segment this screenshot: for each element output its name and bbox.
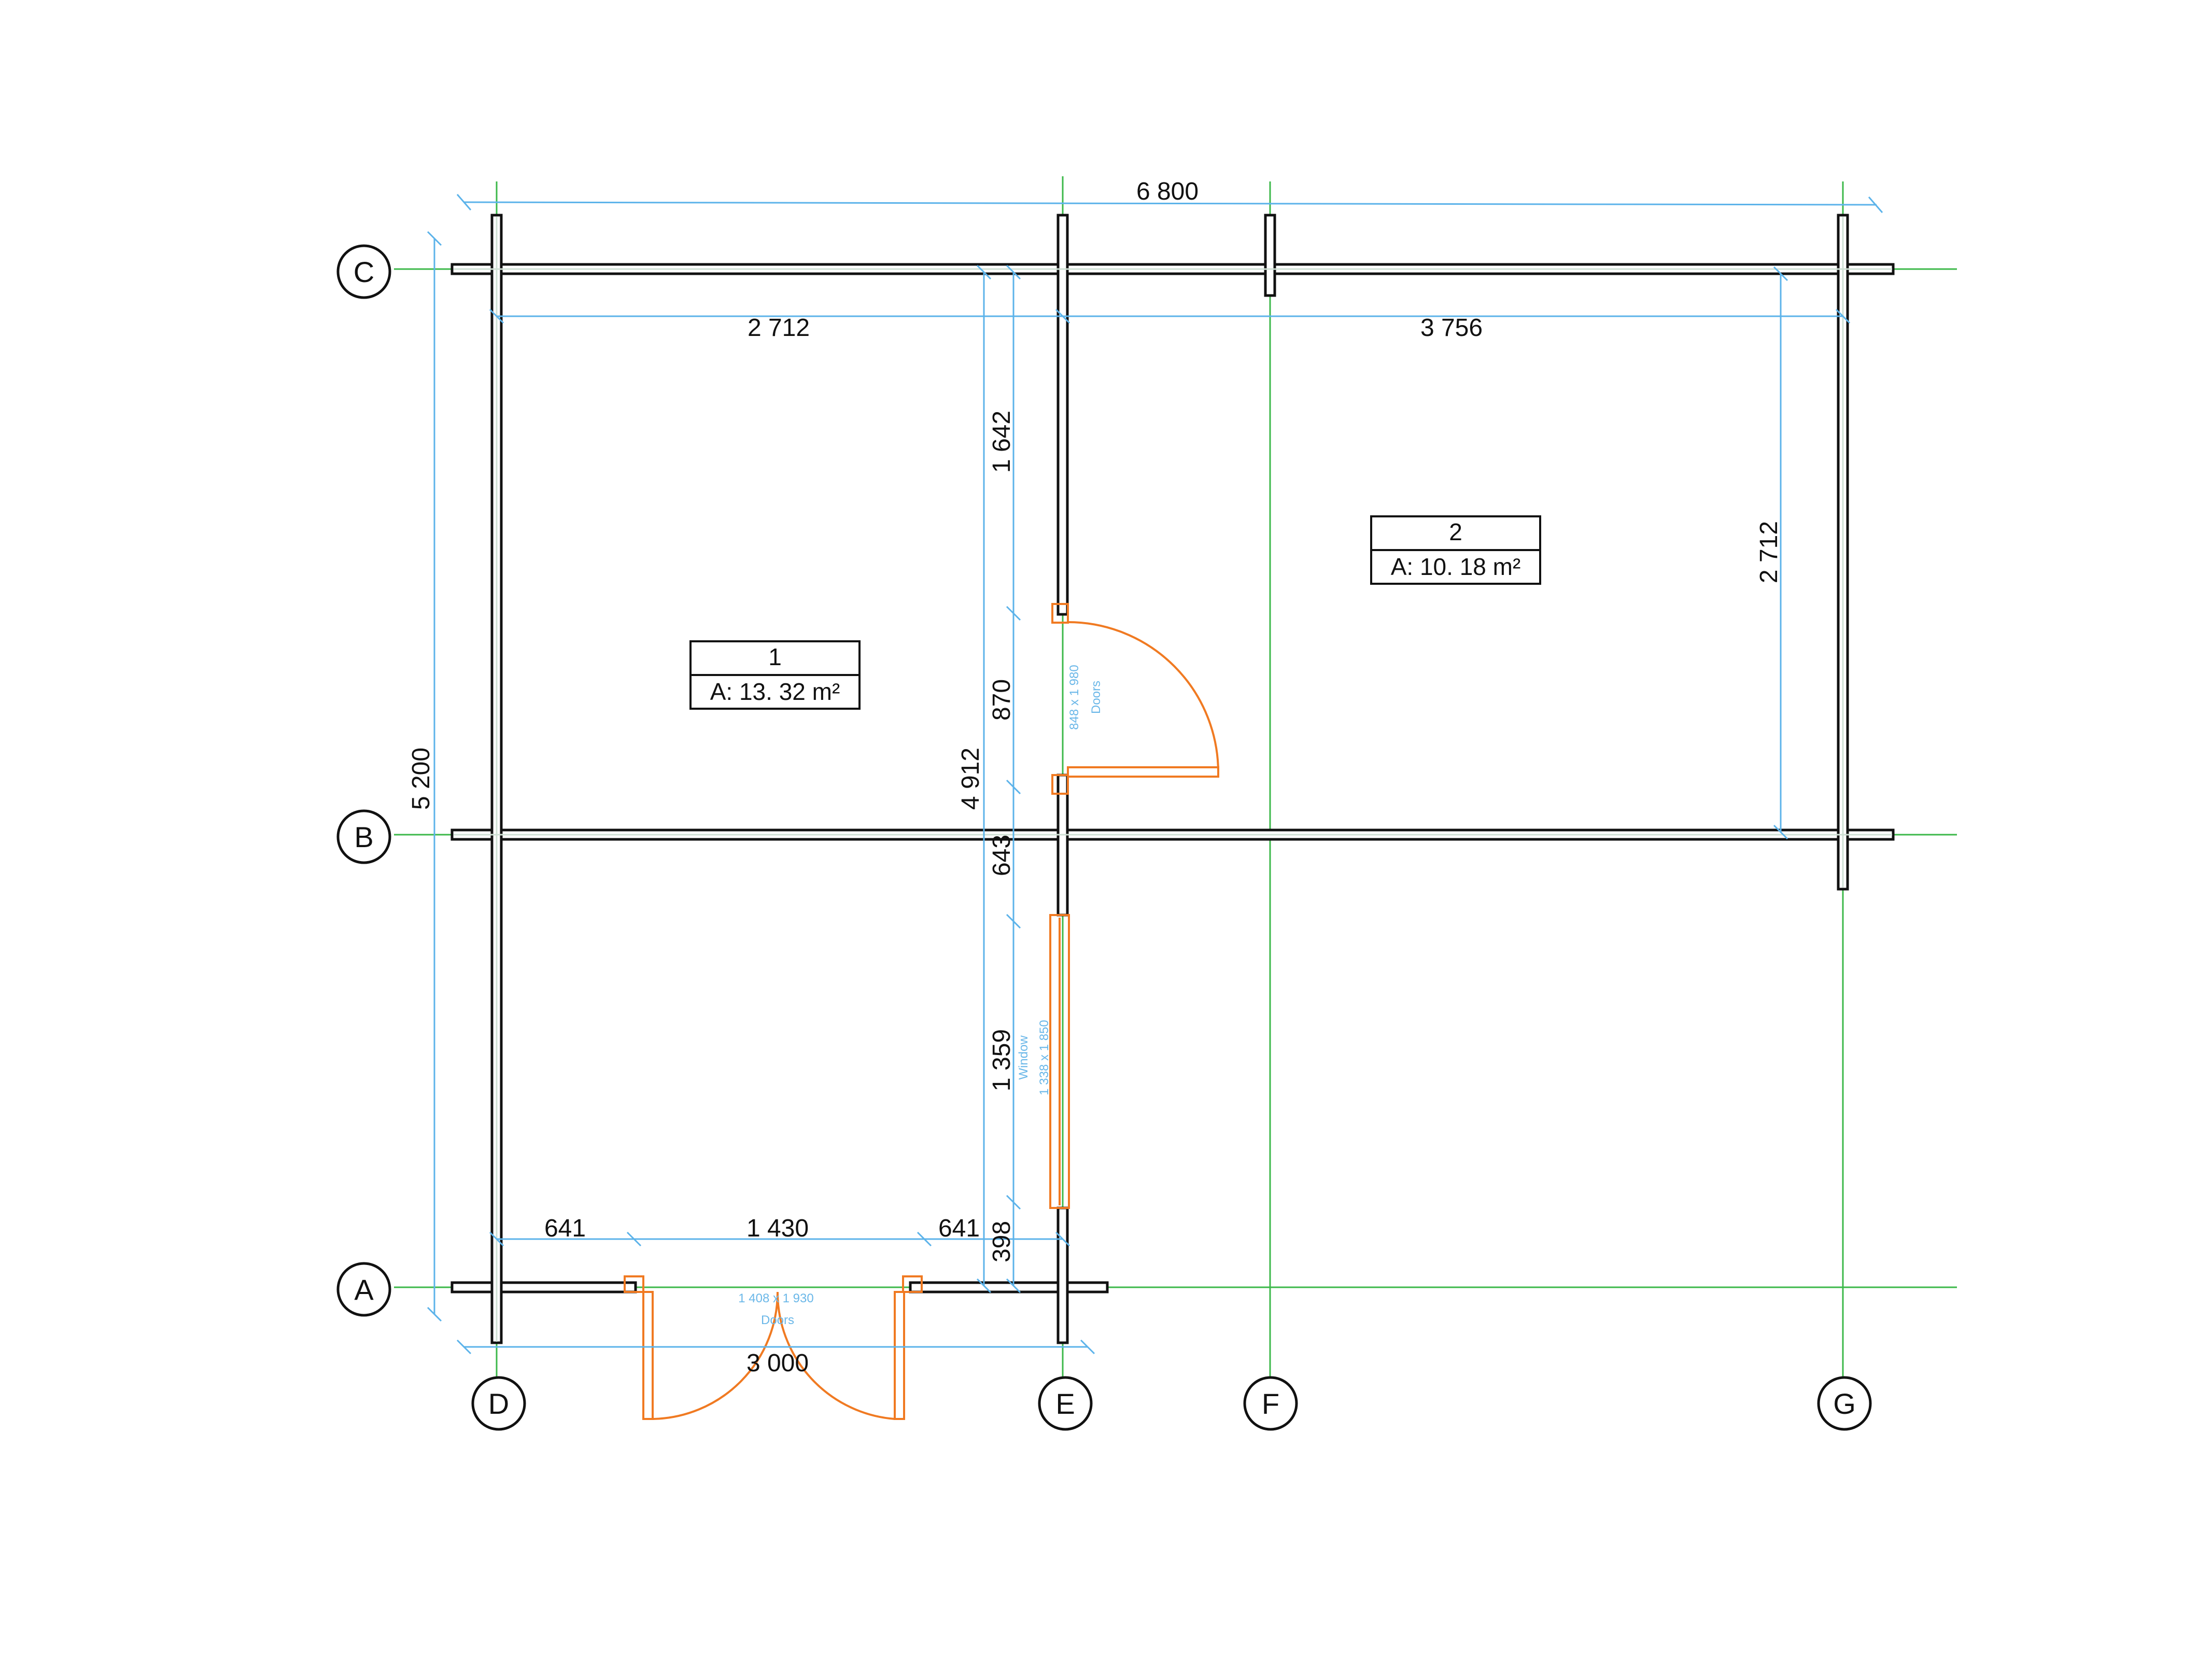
front-door-jamb-right xyxy=(902,1275,923,1293)
wall-partition-upper xyxy=(1056,214,1069,616)
front-door-arc-left xyxy=(652,1291,779,1420)
grid-label-c: C xyxy=(354,256,374,288)
dim-tick xyxy=(1773,824,1788,840)
dim-room2-depth: 2 712 xyxy=(1755,521,1783,583)
dim-tick xyxy=(1006,606,1021,621)
dim-tick xyxy=(1006,1278,1021,1294)
grid-bubble-f-circle xyxy=(1243,1376,1298,1431)
dim-tick xyxy=(427,231,442,246)
dim-front-door: 1 430 xyxy=(746,1215,809,1242)
grid-bubble-g: G xyxy=(1817,1376,1872,1431)
dim-tick xyxy=(1006,264,1021,280)
inner-door-jamb-bottom xyxy=(1051,774,1069,795)
dim-tick xyxy=(626,1231,642,1247)
grid-label-e: E xyxy=(1055,1387,1075,1420)
front-door-jamb-left xyxy=(624,1275,644,1293)
inner-door-swing-arc xyxy=(1067,621,1219,773)
dim-tick xyxy=(1868,196,1883,213)
dim-tick xyxy=(456,1339,472,1355)
dim-overall-width: 6 800 xyxy=(1136,178,1199,205)
grid-bubbles: C B A D E F G xyxy=(336,244,1872,1431)
dim-line-overall-width xyxy=(463,201,1877,206)
grid-label-a: A xyxy=(354,1273,374,1306)
room-1-area: A: 13. 32 m² xyxy=(710,678,840,705)
window-frame xyxy=(1049,914,1070,1209)
wall-partition-lower xyxy=(1056,1206,1069,1344)
dim-tick xyxy=(1080,1339,1095,1355)
grid-bubble-c: C xyxy=(336,244,391,299)
dim-tick xyxy=(456,194,472,210)
grid-bubble-d: D xyxy=(471,1376,526,1431)
dim-tick xyxy=(1006,779,1021,795)
grid-bubble-e-circle xyxy=(1038,1376,1093,1431)
grid-bubble-d-circle xyxy=(471,1376,526,1431)
dim-tick xyxy=(1055,308,1070,324)
inner-door-size-label: 848 x 1 980 xyxy=(1067,665,1081,729)
grid-bubble-c-circle xyxy=(336,244,391,299)
dim-tick xyxy=(1835,308,1851,324)
dim-partition-door: 870 xyxy=(988,679,1016,721)
dim-front-left-pier: 641 xyxy=(544,1215,586,1242)
front-door-leaf-left xyxy=(642,1291,654,1420)
wall-inner-stripes xyxy=(454,217,1892,1342)
room-1-number: 1 xyxy=(768,643,782,670)
dim-overall-depth: 5 200 xyxy=(407,748,435,810)
dim-partition-top: 1 642 xyxy=(988,411,1016,473)
grid-label-d: D xyxy=(488,1387,509,1420)
dim-partition-window: 1 359 xyxy=(988,1029,1016,1091)
dim-tick xyxy=(427,1306,442,1322)
dim-front-width: 3 000 xyxy=(746,1349,809,1377)
window-type-label: Window xyxy=(1017,1035,1031,1080)
window-size-label: 1 338 x 1 850 xyxy=(1037,1020,1051,1095)
wall-stub-f xyxy=(1264,214,1276,297)
dim-tick xyxy=(976,264,992,280)
front-door-arc-right xyxy=(776,1291,895,1420)
inner-door-type-label: Doors xyxy=(1089,681,1103,714)
grid-label-f: F xyxy=(1262,1387,1279,1420)
front-door-type-label: Doors xyxy=(761,1313,794,1327)
dim-partition-mid: 643 xyxy=(988,835,1016,876)
grid-bubble-e: E xyxy=(1038,1376,1093,1431)
grid-bubble-a-circle xyxy=(336,1262,391,1317)
dim-tick xyxy=(1006,1194,1021,1210)
walls xyxy=(450,214,1895,1344)
dim-partition-bottom: 398 xyxy=(988,1221,1016,1262)
grid-bubble-a: A xyxy=(336,1262,391,1317)
room-2-number: 2 xyxy=(1449,518,1462,545)
dim-tick xyxy=(1055,1231,1070,1247)
grid-bubble-g-circle xyxy=(1817,1376,1872,1431)
dim-front-right-pier: 641 xyxy=(938,1215,980,1242)
dim-room2-width: 3 756 xyxy=(1420,314,1483,342)
room-2-area: A: 10. 18 m² xyxy=(1391,553,1521,580)
dimension-labels: 6 800 2 712 3 756 5 200 4 912 1 642 870 … xyxy=(407,178,1783,1377)
dim-tick xyxy=(976,1278,992,1294)
grid-bubble-b-circle xyxy=(336,809,391,864)
front-door-leaf-right xyxy=(894,1291,905,1420)
room-tag-2: 2 A: 10. 18 m² xyxy=(1370,515,1541,585)
inner-door-leaf xyxy=(1067,766,1219,778)
wall-bottom-left xyxy=(450,1281,637,1294)
dim-tick xyxy=(1773,266,1788,282)
dim-tick xyxy=(917,1231,932,1247)
dim-room1-width: 2 712 xyxy=(748,314,810,342)
room-tag-1: 1 A: 13. 32 m² xyxy=(689,640,861,710)
opening-labels: 848 x 1 980 Doors Window 1 338 x 1 850 1… xyxy=(738,665,1103,1327)
dim-tick xyxy=(489,308,504,324)
wall-bottom-right xyxy=(909,1281,1109,1294)
grid-label-g: G xyxy=(1833,1387,1856,1420)
grid-bubble-f: F xyxy=(1243,1376,1298,1431)
dim-tick xyxy=(1006,913,1021,929)
wall-partition-mid xyxy=(1056,774,1069,917)
grid-label-b: B xyxy=(354,821,373,853)
dim-interior-depth: 4 912 xyxy=(957,748,984,810)
dimension-lines xyxy=(427,194,1883,1355)
inner-door-jamb-top xyxy=(1051,603,1069,624)
openings xyxy=(624,603,1219,1420)
dim-tick xyxy=(489,1231,504,1247)
grid-bubble-b: B xyxy=(336,809,391,864)
front-door-size-label: 1 408 x 1 930 xyxy=(738,1291,813,1305)
